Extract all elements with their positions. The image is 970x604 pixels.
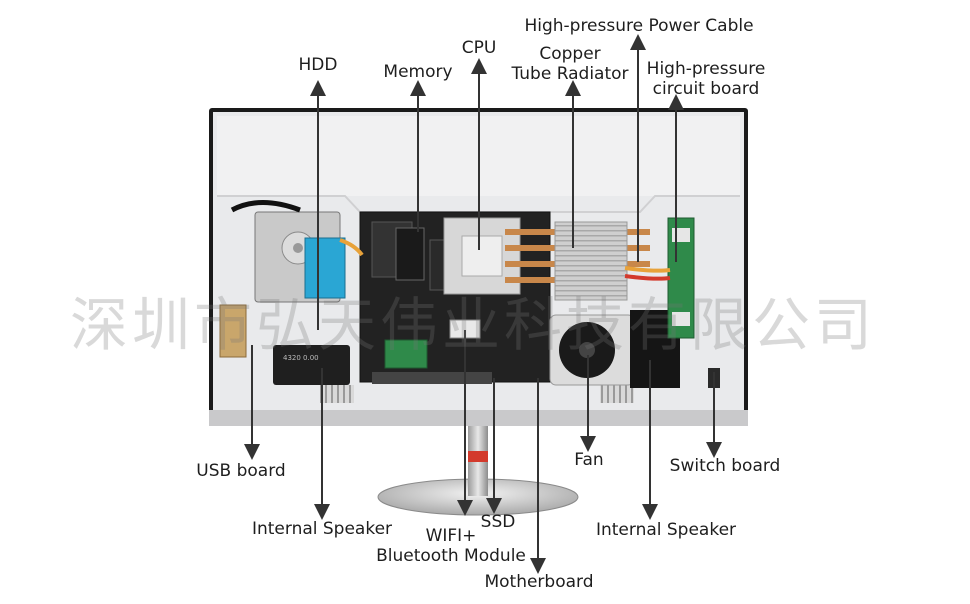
wifi-module	[384, 339, 428, 369]
label-fan: Fan	[574, 450, 604, 470]
hp-circuit-board	[667, 217, 695, 339]
stand-red-band	[468, 451, 488, 462]
label-copper-line2: Tube Radiator	[511, 64, 629, 84]
label-internal-speaker-left: Internal Speaker	[251, 519, 393, 539]
radiator-component	[554, 221, 628, 301]
label-memory: Memory	[383, 62, 453, 82]
memory-module	[395, 227, 425, 281]
label-wifi-line1: WIFI+	[425, 526, 477, 546]
label-switch-board: Switch board	[669, 456, 781, 476]
internal-cables	[339, 238, 671, 281]
label-copper-line1: Copper	[539, 44, 601, 64]
label-hdd: HDD	[298, 55, 338, 75]
label-motherboard: Motherboard	[484, 572, 594, 592]
label-wifi-line2: Bluetooth Module	[376, 546, 526, 566]
label-ssd: SSD	[480, 512, 516, 532]
speaker-chip-text: 4320 0.00	[283, 354, 319, 362]
label-hp-circuit-line2: circuit board	[652, 79, 760, 99]
left-speaker-component: 4320 0.00	[273, 345, 350, 385]
label-internal-speaker-right: Internal Speaker	[595, 520, 737, 540]
usb-board-component	[219, 304, 247, 358]
label-hp-power-cable: High-pressure Power Cable	[524, 16, 754, 36]
hdd-component	[230, 200, 346, 303]
label-hp-circuit-line1: High-pressure	[646, 59, 766, 79]
callout-arrows	[244, 34, 722, 574]
label-cpu: CPU	[461, 38, 497, 58]
fan-component	[549, 314, 635, 386]
monitor-stand	[377, 424, 579, 516]
label-usb-board: USB board	[196, 461, 286, 481]
